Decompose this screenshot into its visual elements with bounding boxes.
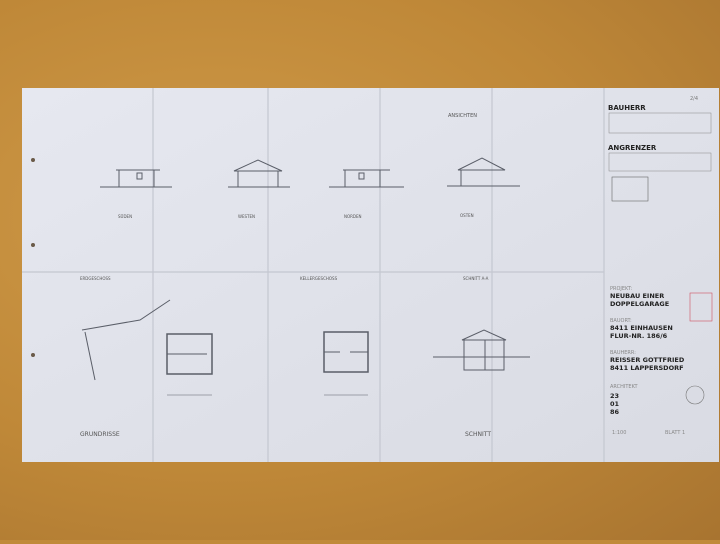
svg-text:PROJEKT:: PROJEKT: [610, 286, 632, 292]
elevation-label: OSTEN [460, 213, 474, 218]
elevation-label: WESTEN [238, 214, 255, 219]
svg-text:ARCHITEKT: ARCHITEKT [610, 384, 638, 390]
svg-text:1:100: 1:100 [612, 430, 626, 436]
fold-lines [22, 88, 605, 462]
svg-text:DOPPELGARAGE: DOPPELGARAGE [610, 300, 669, 308]
paper [22, 88, 719, 462]
svg-text:86: 86 [610, 408, 620, 416]
svg-text:8411 LAPPERSDORF: 8411 LAPPERSDORF [610, 364, 684, 372]
svg-text:01: 01 [610, 400, 620, 408]
svg-text:NEUBAU EINER: NEUBAU EINER [610, 292, 664, 300]
floor-plans [81, 299, 530, 396]
svg-text:23: 23 [610, 392, 619, 400]
svg-text:BAUHERR:: BAUHERR: [610, 350, 636, 356]
floor-plans-title: GRUNDRISSE [80, 431, 120, 438]
svg-text:REISSER GOTTFRIED: REISSER GOTTFRIED [610, 356, 685, 364]
svg-text:BLATT 1: BLATT 1 [665, 430, 685, 436]
punch-holes [31, 158, 35, 357]
svg-text:BAUORT:: BAUORT: [610, 318, 632, 324]
svg-text:8411 EINHAUSEN: 8411 EINHAUSEN [610, 324, 673, 332]
title-block: 2/4 BAUHERR ANGRENZER PROJEKT: NEUBAU EI… [608, 96, 713, 436]
stamp-seal [685, 385, 705, 405]
plan-label: ERDGESCHOSS [80, 276, 111, 281]
elevation-label: SÜDEN [118, 214, 132, 219]
red-stamp [689, 292, 713, 322]
elevations [100, 157, 520, 188]
elevation-label: NORDEN [344, 214, 362, 219]
svg-text:FLUR-NR. 186/6: FLUR-NR. 186/6 [610, 332, 668, 340]
svg-text:ANGRENZER: ANGRENZER [608, 144, 657, 152]
plan-label: KELLERGESCHOSS [300, 276, 338, 281]
svg-text:BAUHERR: BAUHERR [608, 104, 646, 112]
section-title: SCHNITT [465, 431, 491, 438]
elevations-title: ANSICHTEN [448, 113, 477, 119]
plan-label: SCHNITT A-A [463, 276, 489, 281]
svg-text:2/4: 2/4 [690, 96, 698, 102]
